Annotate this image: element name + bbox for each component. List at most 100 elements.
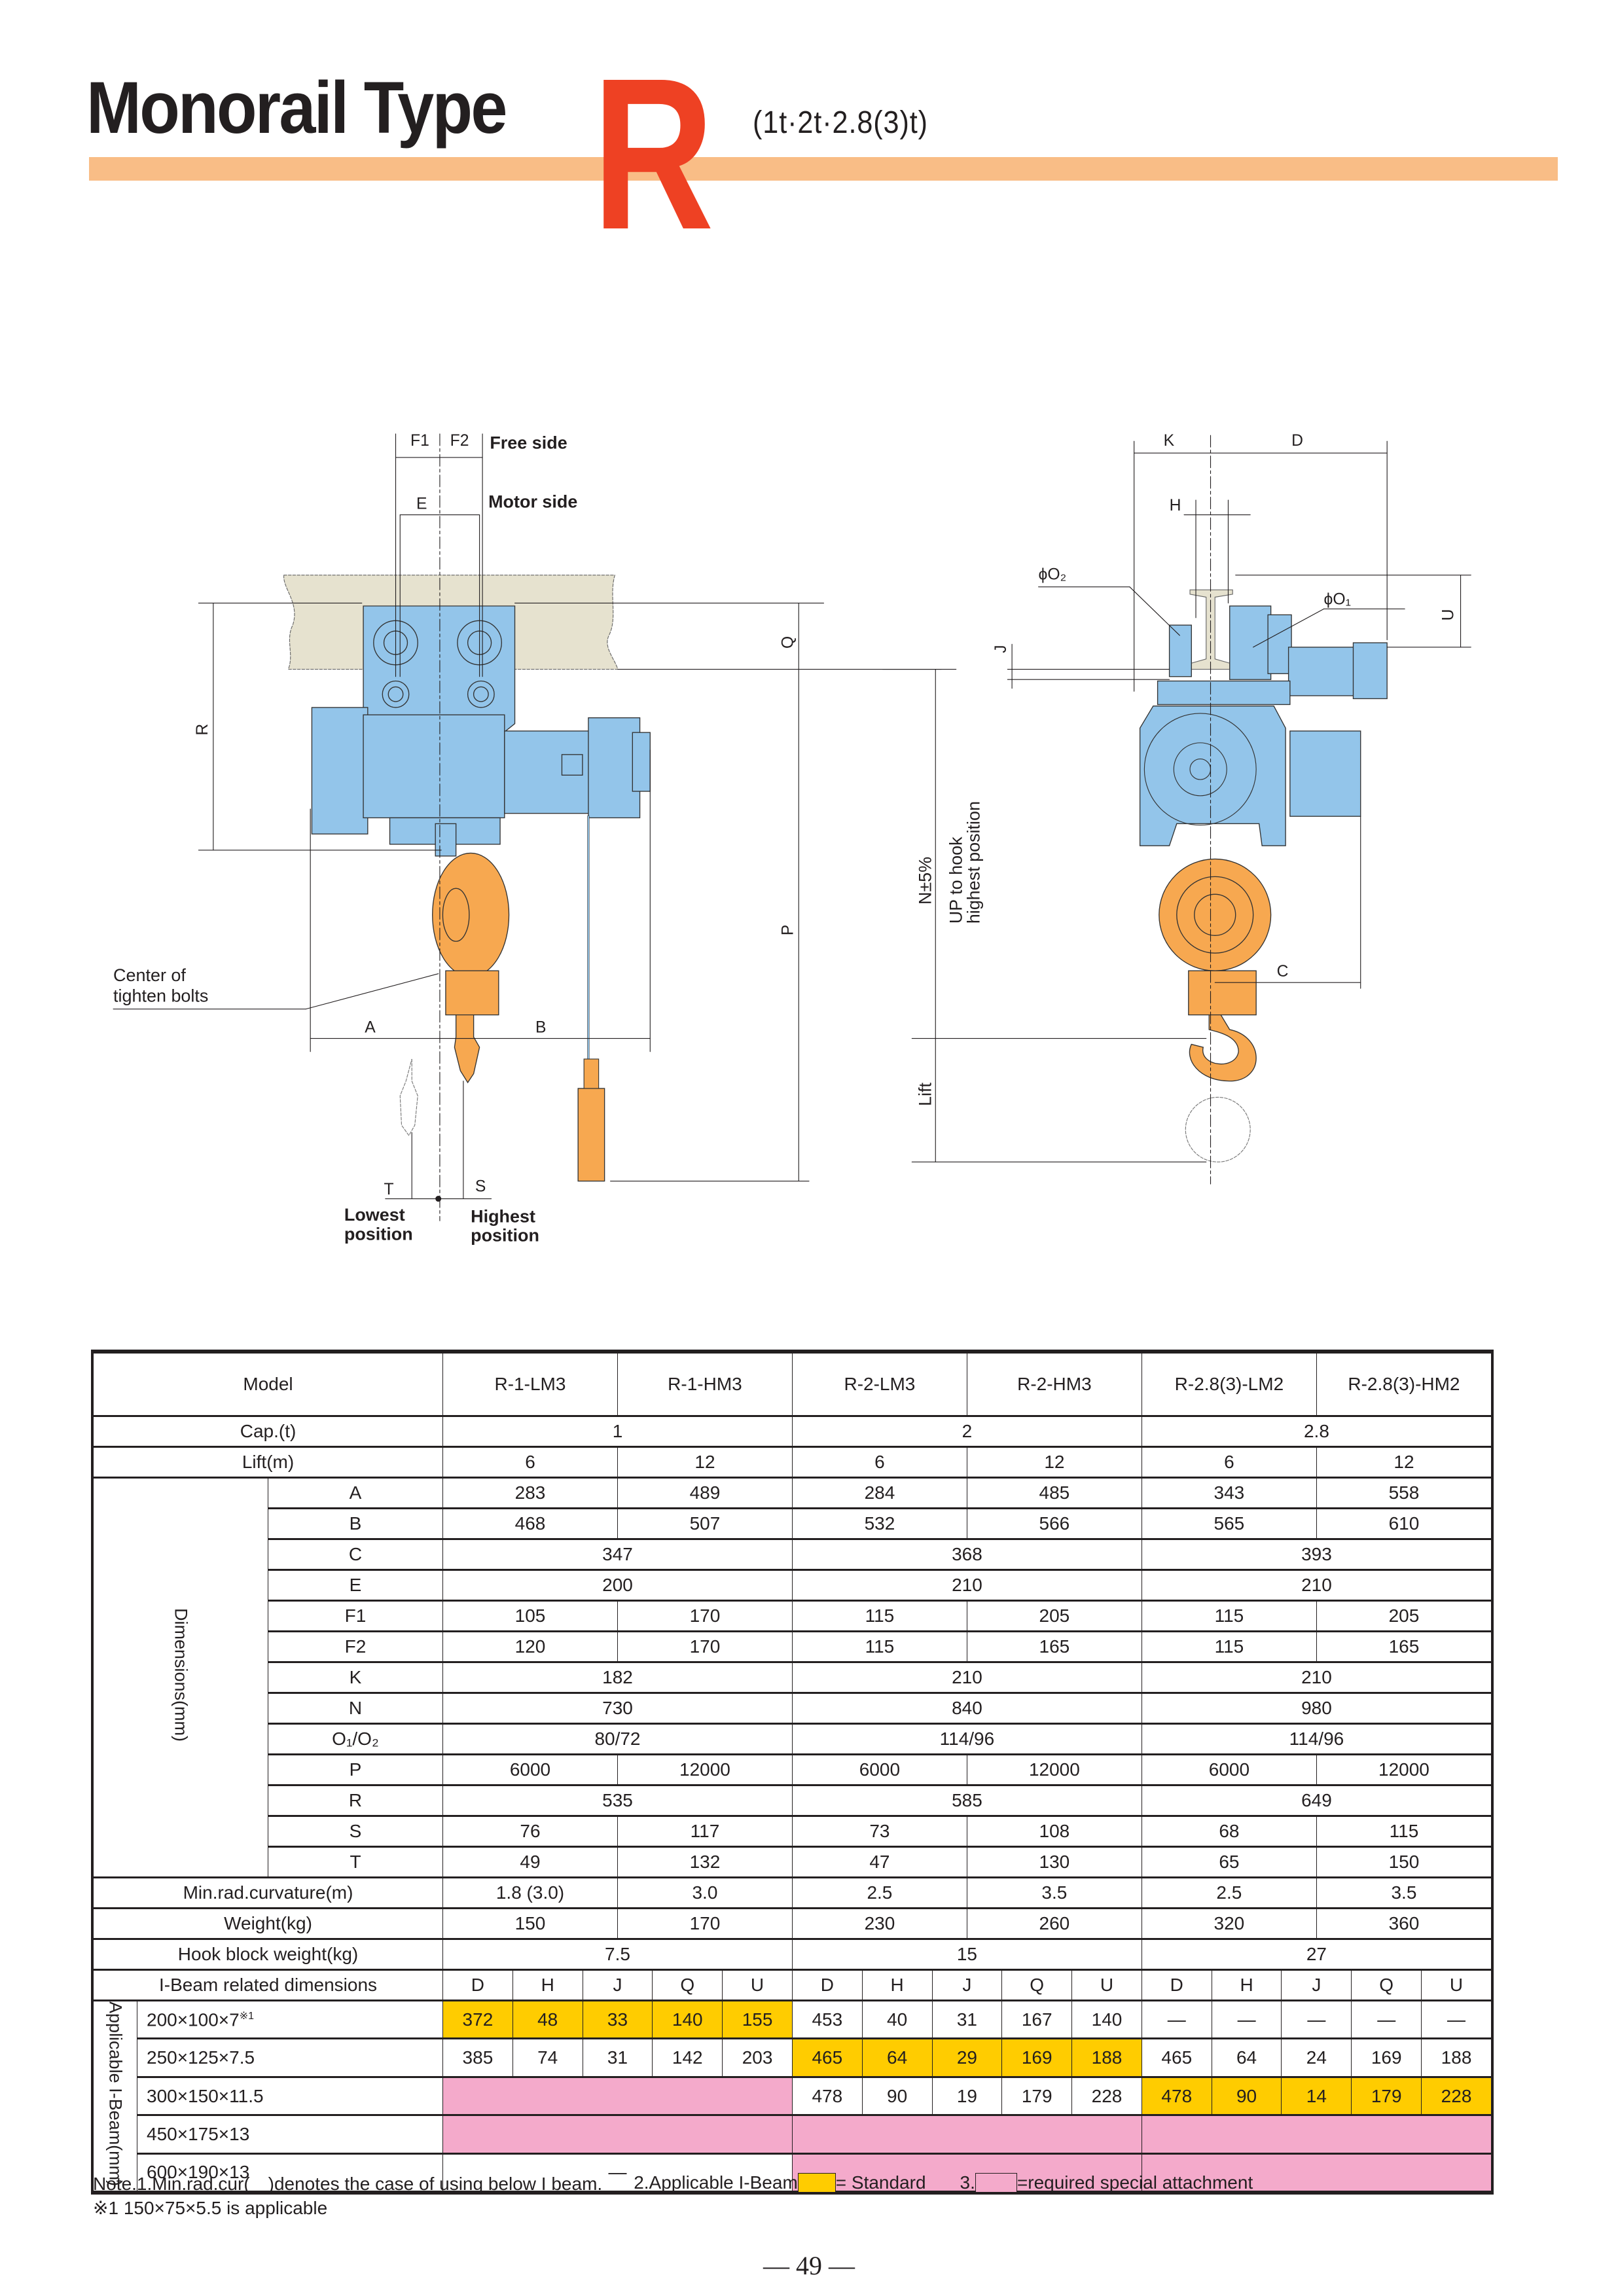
beam-size-text: 200×100×7	[147, 2009, 240, 2030]
ibeam-value: 140	[1071, 1999, 1142, 2040]
dimension-value: 347	[442, 1538, 793, 1571]
label-p: P	[779, 925, 797, 936]
table-row: 450×175×13	[94, 2114, 1492, 2155]
front-view-drawing: F1 F2 Free side E Motor side R Q P A B C…	[113, 432, 942, 1246]
dimension-value: 980	[1141, 1692, 1492, 1725]
dimension-value: 65	[1141, 1846, 1317, 1878]
dimension-value: 12000	[617, 1753, 793, 1786]
spec-value: 1.8 (3.0)	[442, 1876, 618, 1909]
label-center-bolts-2: tighten bolts	[113, 986, 208, 1005]
note-3-prefix: 3.	[960, 2172, 975, 2193]
side-view-drawing: K D H ϕO₂ ϕO₁ U J N±5% UP to hook highes…	[882, 432, 1471, 1185]
spec-value: 15	[791, 1938, 1142, 1971]
dimension-value: 105	[442, 1600, 618, 1632]
spec-value: 230	[791, 1907, 967, 1940]
side-hook-block	[1159, 858, 1272, 1082]
dimension-value: 205	[966, 1600, 1142, 1632]
label-j: J	[992, 645, 1010, 653]
label-free-side: Free side	[490, 433, 567, 452]
beam-size: 450×175×13	[136, 2114, 444, 2155]
ibeam-value: 40	[861, 1999, 933, 2040]
standard-value: 228	[1421, 2075, 1492, 2117]
ibeam-column-header: U	[1071, 1969, 1142, 2001]
ibeam-value: —	[1421, 1999, 1492, 2040]
ibeam-column-header: Q	[1351, 1969, 1422, 2001]
dimension-letter: E	[267, 1569, 444, 1602]
note-1: Note.1.Min.rad.cur( )denotes the case of…	[93, 2174, 603, 2194]
dimension-letter: S	[267, 1815, 444, 1848]
dimension-value: 108	[966, 1815, 1142, 1848]
label-b: B	[535, 1019, 547, 1037]
ibeam-column-header: D	[1141, 1969, 1212, 2001]
dimension-value: 76	[442, 1815, 618, 1848]
dimension-value: 49	[442, 1846, 618, 1878]
beam-size: 250×125×7.5	[136, 2037, 444, 2078]
dimension-letter: O₁/O₂	[267, 1723, 444, 1755]
dimension-letter: R	[267, 1784, 444, 1817]
dimension-value: 210	[791, 1661, 1142, 1694]
ibeam-value: —	[1211, 1999, 1282, 2040]
ibeam-value: 64	[1211, 2037, 1282, 2078]
ibeam-value: 31	[931, 1999, 1003, 2040]
dimension-value: 6000	[791, 1753, 967, 1786]
standard-value: 90	[1211, 2075, 1282, 2117]
spec-value: 3.5	[1316, 1876, 1492, 1909]
dimension-value: 283	[442, 1477, 618, 1509]
ibeam-value: 453	[791, 1999, 863, 2040]
label-o2: ϕO₂	[1039, 565, 1067, 583]
dimension-value: 210	[791, 1569, 1142, 1602]
spec-value: 3.5	[966, 1876, 1142, 1909]
dimension-value: 182	[442, 1661, 793, 1694]
cap-label: Cap.(t)	[92, 1415, 444, 1448]
dimension-value: 730	[442, 1692, 793, 1725]
label-lift: Lift	[916, 1082, 935, 1105]
model-name: R-2.8(3)-LM2	[1141, 1352, 1317, 1417]
ibeam-column-header: J	[582, 1969, 653, 2001]
model-name: R-2.8(3)-HM2	[1316, 1352, 1492, 1417]
ibeam-column-header: D	[791, 1969, 863, 2001]
dimension-value: 6000	[442, 1753, 618, 1786]
label-o1: ϕO₁	[1324, 591, 1351, 609]
spec-value: 170	[617, 1907, 793, 1940]
ibeam-value: 167	[1001, 1999, 1073, 2040]
dimension-letter: C	[267, 1538, 444, 1571]
dimension-value: 468	[442, 1507, 618, 1540]
label-a: A	[365, 1019, 376, 1037]
label-highest-2: position	[471, 1226, 539, 1246]
page-title: Monorail Type	[86, 67, 507, 149]
ibeam-column-header: J	[1281, 1969, 1352, 2001]
label-motor-side: Motor side	[488, 492, 577, 511]
lift-value: 6	[791, 1446, 967, 1479]
header-band	[89, 157, 1558, 181]
spec-value: 3.0	[617, 1876, 793, 1909]
dimension-value: 284	[791, 1477, 967, 1509]
ibeam-value: 142	[652, 2037, 723, 2078]
label-f2: F2	[450, 432, 469, 450]
dimension-value: 114/96	[791, 1723, 1142, 1755]
applicable-ibeam-label: Applicable I-Beam(mm)	[93, 1999, 137, 2193]
dimension-value: 210	[1141, 1569, 1492, 1602]
cap-value: 1	[442, 1415, 793, 1448]
label-n: N±5%	[916, 857, 935, 905]
dimension-value: 132	[617, 1846, 793, 1878]
ibeam-value: 19	[931, 2075, 1003, 2117]
page-number: — 49 —	[763, 2251, 855, 2280]
model-name: R-1-HM3	[617, 1352, 793, 1417]
ibeam-value: —	[1351, 1999, 1422, 2040]
dimension-value: 115	[791, 1600, 967, 1632]
dimension-value: 170	[617, 1600, 793, 1632]
dimension-value: 649	[1141, 1784, 1492, 1817]
dimension-value: 558	[1316, 1477, 1492, 1509]
dimension-value: 393	[1141, 1538, 1492, 1571]
beam-size-text: 300×150×11.5	[147, 2085, 264, 2106]
